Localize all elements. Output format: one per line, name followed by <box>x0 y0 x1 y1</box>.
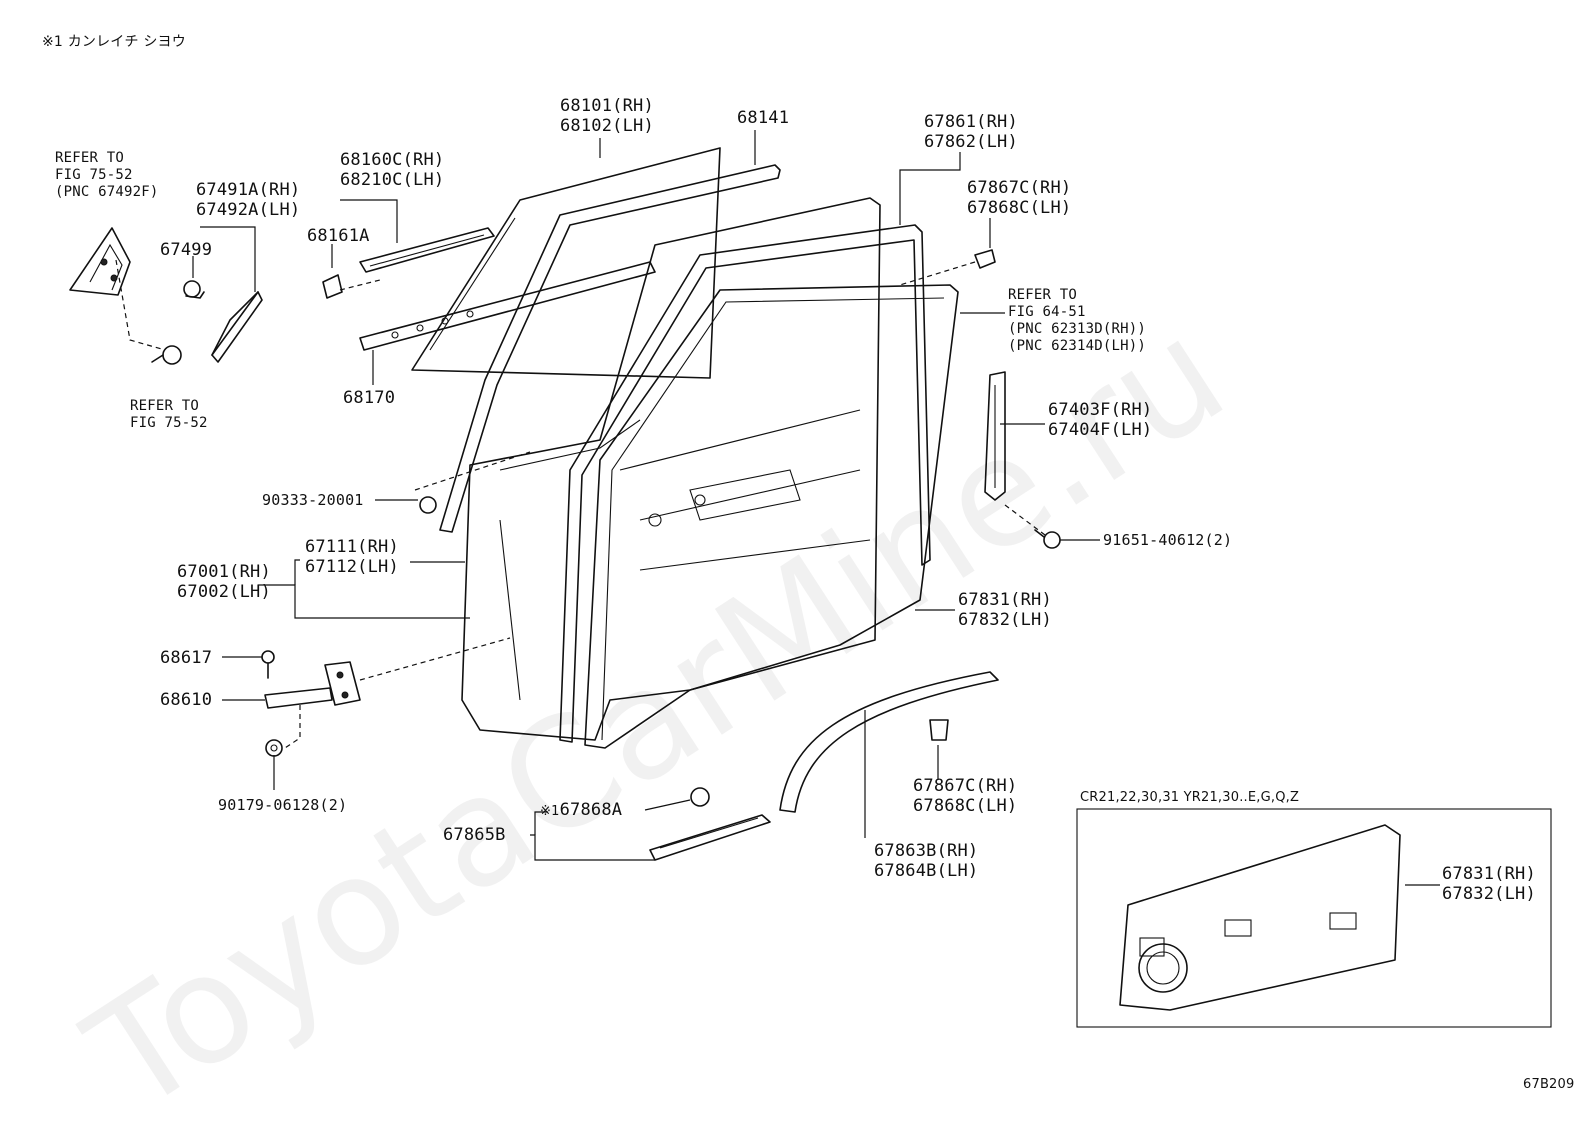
label-67861[interactable]: 67861(RH) <box>924 112 1018 132</box>
label-67863B[interactable]: 67863B(RH) <box>874 841 979 861</box>
label-67867C-top[interactable]: 67867C(RH) <box>967 178 1072 198</box>
inset-label-67831[interactable]: 67831(RH) <box>1442 864 1536 884</box>
dash-clip-68161A <box>339 279 381 291</box>
part-67861-weatherstrip <box>559 224 931 743</box>
label-67111[interactable]: 67111(RH) <box>305 537 399 557</box>
inset-frame <box>1076 808 1552 1028</box>
dash-clip-67867C <box>899 261 976 286</box>
inset-door-trim-panel <box>1119 824 1401 1011</box>
label-68610[interactable]: 68610 <box>160 690 213 710</box>
leader-67491A <box>200 226 256 292</box>
leader-67861 <box>899 152 961 225</box>
leader-67001 <box>258 584 470 619</box>
refer-line: (PNC 67492F) <box>55 184 159 200</box>
refer-line: FIG 75-52 <box>130 415 208 431</box>
part-67867C-clip-top <box>974 249 996 269</box>
label-67868A[interactable]: ※167868A <box>540 800 622 822</box>
part-67831-panel-frame <box>584 284 959 749</box>
screw-75-52 <box>151 345 182 365</box>
refer-fig-75-52-bottom[interactable]: REFER TO FIG 75-52 <box>130 398 208 432</box>
header-note: ※1 カンレイチ シヨウ <box>42 34 186 50</box>
label-67499[interactable]: 67499 <box>160 240 213 260</box>
label-67865B[interactable]: 67865B <box>443 825 506 845</box>
label-67492A[interactable]: 67492A(LH) <box>196 200 301 220</box>
leader-67865Bb <box>534 811 548 835</box>
label-67868A-mark: ※1 <box>540 804 560 819</box>
part-68101-door-glass <box>411 147 721 379</box>
label-68161A[interactable]: 68161A <box>307 226 370 246</box>
label-67831[interactable]: 67831(RH) <box>958 590 1052 610</box>
part-68161A-clip <box>322 274 343 299</box>
part-68610-door-check <box>264 661 361 709</box>
label-68101[interactable]: 68101(RH) <box>560 96 654 116</box>
dash-90179 <box>284 705 301 749</box>
refer-fig-64-51[interactable]: REFER TO FIG 64-51 (PNC 62313D(RH)) (PNC… <box>1008 287 1146 355</box>
part-67863B-moulding <box>779 671 999 813</box>
refer-line: REFER TO <box>1008 287 1078 303</box>
refer-line: (PNC 62313D(RH)) <box>1008 321 1147 337</box>
part-68617-pin <box>261 650 275 679</box>
part-68170-weatherstrip <box>359 261 656 351</box>
dash-check-arm <box>359 637 511 681</box>
inset-caption: CR21,22,30,31 YR21,30..E,G,Q,Z <box>1080 790 1300 805</box>
label-68617[interactable]: 68617 <box>160 648 213 668</box>
label-90333[interactable]: 90333-20001 <box>262 491 364 509</box>
parts-diagram-page: ※1 カンレイチ シヨウ REFER TO FIG 75-52 (PNC 674… <box>42 34 1575 1146</box>
part-67867C-clip-bot <box>929 719 949 741</box>
part-67865B-scuff-plate <box>649 814 771 861</box>
label-68141[interactable]: 68141 <box>737 108 790 128</box>
label-67832[interactable]: 67832(LH) <box>958 610 1052 630</box>
part-67868A-clip <box>690 787 710 807</box>
label-67001[interactable]: 67001(RH) <box>177 562 271 582</box>
label-68160C[interactable]: 68160C(RH) <box>340 150 445 170</box>
part-67001-door-panel <box>461 197 881 741</box>
label-67868A-code: 67868A <box>559 800 623 820</box>
leader-67868A <box>644 799 691 811</box>
label-67403F[interactable]: 67403F(RH) <box>1048 400 1153 420</box>
refer-line: FIG 64-51 <box>1008 304 1086 320</box>
label-68170[interactable]: 68170 <box>343 388 396 408</box>
label-67112[interactable]: 67112(LH) <box>305 557 399 577</box>
dash-mirror-bolt <box>115 259 166 351</box>
part-91651-bolt <box>1034 529 1061 549</box>
inset-label-67832[interactable]: 67832(LH) <box>1442 884 1536 904</box>
door-exploded-diagram <box>69 130 1552 1028</box>
refer-fig-75-52-top[interactable]: REFER TO FIG 75-52 (PNC 67492F) <box>55 150 159 201</box>
mirror-corner-cover <box>69 227 131 296</box>
label-68210C[interactable]: 68210C(LH) <box>340 170 445 190</box>
figure-code: 67B209 <box>1523 1077 1575 1092</box>
leader-67001b <box>294 559 300 585</box>
part-67491A-triangle <box>211 291 263 363</box>
part-68160C-moulding <box>359 227 495 273</box>
label-67864B[interactable]: 67864B(LH) <box>874 861 979 881</box>
dash-90333 <box>414 451 531 491</box>
label-67867C-bot[interactable]: 67867C(RH) <box>913 776 1018 796</box>
label-90179[interactable]: 90179-06128(2) <box>218 796 348 814</box>
label-67491A[interactable]: 67491A(RH) <box>196 180 301 200</box>
label-67868C-bot[interactable]: 67868C(LH) <box>913 796 1018 816</box>
label-67862[interactable]: 67862(LH) <box>924 132 1018 152</box>
label-67002[interactable]: 67002(LH) <box>177 582 271 602</box>
label-91651[interactable]: 91651-40612(2) <box>1103 531 1233 549</box>
part-90333-plug <box>419 496 437 514</box>
leader-68160C <box>340 199 398 243</box>
part-90179-nut <box>265 739 283 757</box>
label-68102[interactable]: 68102(LH) <box>560 116 654 136</box>
refer-line: FIG 75-52 <box>55 167 133 183</box>
refer-line: (PNC 62314D(LH)) <box>1008 338 1147 354</box>
leader-67865B <box>530 834 655 861</box>
label-67868C-top[interactable]: 67868C(LH) <box>967 198 1072 218</box>
part-67499-clip <box>183 280 205 299</box>
refer-line: REFER TO <box>55 150 125 166</box>
label-67404F[interactable]: 67404F(LH) <box>1048 420 1153 440</box>
refer-line: REFER TO <box>130 398 200 414</box>
part-68141-glass-run <box>439 164 781 533</box>
part-67403F-stabilizer <box>984 371 1006 501</box>
